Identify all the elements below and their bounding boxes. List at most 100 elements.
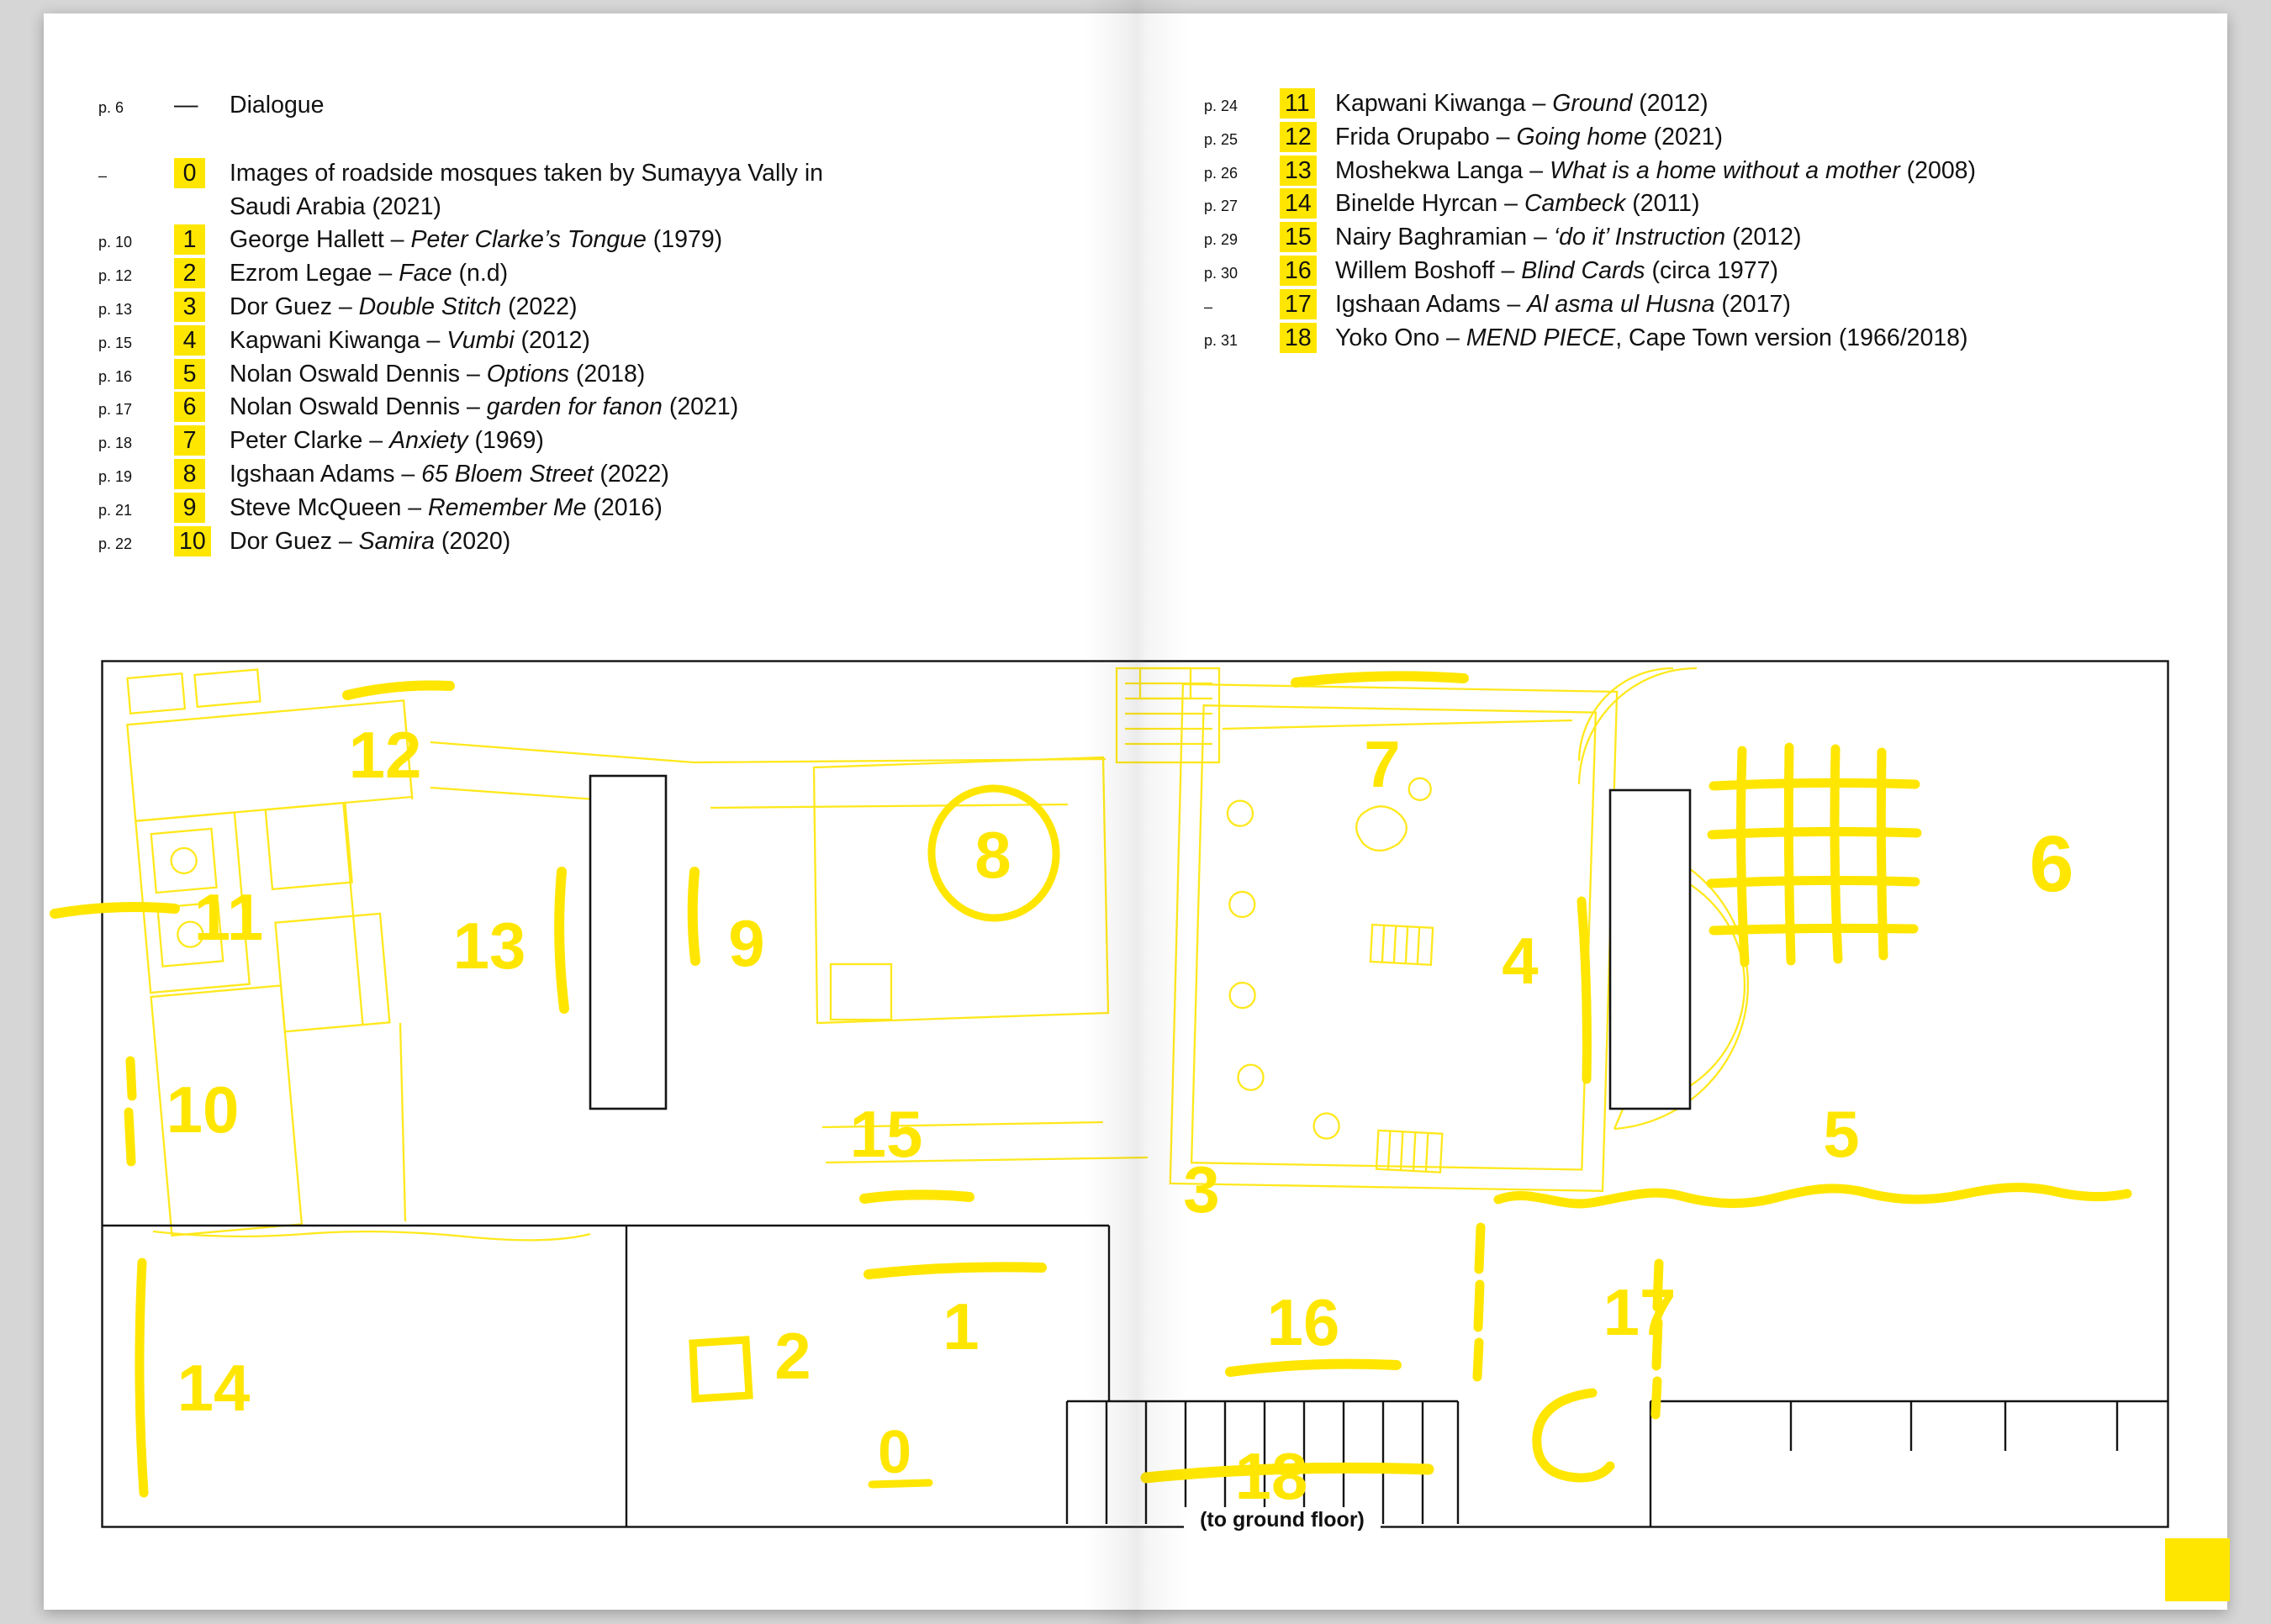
artwork-artist: Igshaan Adams – xyxy=(230,460,422,488)
artwork-number-badge: 9 xyxy=(174,492,205,523)
artwork-number-badge: 5 xyxy=(174,358,205,389)
artwork-artist: Dor Guez – xyxy=(230,527,359,555)
artwork-entry: Igshaan Adams – Al asma ul Husna (2017) xyxy=(1335,288,1791,322)
toc-badge-cell: 9 xyxy=(174,492,230,523)
map-marker-9: 9 xyxy=(728,906,764,980)
artwork-number-badge: 15 xyxy=(1280,222,1317,253)
marker-underline-0 xyxy=(868,1479,933,1489)
artwork-year: (2022) xyxy=(501,293,578,320)
artwork-number-badge: 13 xyxy=(1280,155,1317,186)
marker-stroke-18 xyxy=(1140,1462,1434,1484)
artwork-title: Peter Clarke’s Tongue xyxy=(410,226,647,254)
marker-dash-mid-b xyxy=(1473,1279,1485,1332)
marker-squiggle-5 xyxy=(1493,1183,2132,1209)
artwork-artist: Steve McQueen – xyxy=(230,493,429,521)
marker-square-2 xyxy=(689,1336,753,1403)
artwork-title: Cambeck xyxy=(1524,190,1626,218)
toc-badge-cell: 10 xyxy=(174,525,230,556)
artwork-number-badge: 14 xyxy=(1280,188,1317,219)
toc-page-ref: p. 19 xyxy=(98,467,133,485)
artwork-entry: Ezrom Legae – Face (n.d) xyxy=(230,257,508,291)
map-marker-2: 2 xyxy=(774,1319,811,1393)
artwork-artist: Nolan Oswald Dennis – xyxy=(230,393,487,421)
toc-dialogue-row: p. 6 — Dialogue xyxy=(98,89,843,123)
toc-page-ref: p. 31 xyxy=(1204,331,1238,349)
artwork-title: MEND PIECE xyxy=(1466,324,1616,351)
marker-stroke-16 xyxy=(1225,1358,1402,1377)
map-marker-15: 15 xyxy=(850,1097,923,1171)
toc-item: p. 10 1 George Hallett – Peter Clarke’s … xyxy=(98,224,843,257)
marker-dash-mid-a xyxy=(1474,1222,1486,1274)
artwork-title: garden for fanon xyxy=(486,393,663,421)
plan-stairs xyxy=(1065,1400,1460,1524)
toc-item: p. 17 6 Nolan Oswald Dennis – garden for… xyxy=(98,391,843,424)
toc-item: p. 19 8 Igshaan Adams – 65 Bloem Street … xyxy=(98,458,843,492)
artwork-number-badge: 16 xyxy=(1280,255,1317,286)
artwork-year: (2021) xyxy=(1646,123,1724,150)
artwork-entry: Binelde Hyrcan – Cambeck (2011) xyxy=(1335,187,1700,221)
toc-item: p. 16 5 Nolan Oswald Dennis – Options (2… xyxy=(98,358,843,392)
toc-badge-cell: 0 xyxy=(174,157,230,188)
artwork-title: Going home xyxy=(1516,123,1647,150)
artwork-year: (2008) xyxy=(1899,156,1977,184)
artwork-number-badge: 18 xyxy=(1280,322,1317,353)
toc-badge-cell: 17 xyxy=(1280,288,1335,319)
artwork-year: (2011) xyxy=(1625,190,1700,218)
plan-walls xyxy=(101,660,2169,1528)
artwork-entry: Nairy Baghramian – ‘do it’ Instruction (… xyxy=(1335,221,1801,255)
artwork-year: (1979) xyxy=(646,226,723,254)
marker-hook xyxy=(1532,1388,1615,1483)
plan-marker-strokes xyxy=(50,671,2132,1498)
artwork-artist: Yoko Ono – xyxy=(1335,324,1466,351)
artwork-artist: Peter Clarke – xyxy=(230,427,390,455)
artwork-title: Anxiety xyxy=(389,427,468,455)
map-marker-13: 13 xyxy=(453,909,526,983)
toc-dash: — xyxy=(174,92,198,119)
artwork-year: (circa 1977) xyxy=(1645,256,1778,284)
artwork-number-badge: 6 xyxy=(174,392,205,423)
toc-item: p. 21 9 Steve McQueen – Remember Me (201… xyxy=(98,492,843,525)
marker-dash-10a xyxy=(125,1056,137,1101)
artwork-title: Face xyxy=(399,260,452,287)
to-ground-floor: (to ground floor) xyxy=(1184,1507,1381,1532)
artwork-artist: George Hallett – xyxy=(230,226,411,254)
artwork-title: Double Stitch xyxy=(358,293,502,320)
marker-stroke-15 xyxy=(859,1189,974,1204)
plan-room-block-right xyxy=(1608,788,1692,1110)
artwork-year: (1969) xyxy=(467,427,544,455)
artwork-title: 65 Bloem Street xyxy=(421,460,594,488)
toc-badge-cell: 14 xyxy=(1280,188,1335,219)
map-marker-4: 4 xyxy=(1502,924,1538,998)
toc-item: p. 31 18 Yoko Ono – MEND PIECE, Cape Tow… xyxy=(1204,322,1976,356)
map-marker-6: 6 xyxy=(2030,820,2074,909)
toc-page-ref: p. 6 xyxy=(98,99,124,116)
artwork-title: Blind Cards xyxy=(1521,256,1645,284)
artwork-entry: Nolan Oswald Dennis – garden for fanon (… xyxy=(230,391,738,424)
artwork-number-badge: 1 xyxy=(174,224,205,256)
paper-spread: p. 6 — Dialogue – 0 Images of roadside m… xyxy=(44,13,2230,1610)
artwork-number-badge: 4 xyxy=(174,324,205,356)
artwork-year: (2020) xyxy=(434,527,511,555)
artwork-number-badge: 8 xyxy=(174,458,205,489)
marker-dash-mid-c xyxy=(1472,1337,1484,1382)
artwork-artist: Images of roadside mosques taken by Suma… xyxy=(230,159,824,220)
artwork-title: ‘do it’ Instruction xyxy=(1553,224,1726,251)
artwork-entry: Kapwani Kiwanga – Vumbi (2012) xyxy=(230,324,590,358)
toc-badge-cell: 6 xyxy=(174,392,230,423)
map-marker-11: 11 xyxy=(194,880,263,954)
toc-page-ref: p. 10 xyxy=(98,234,133,251)
artwork-entry: Dor Guez – Samira (2020) xyxy=(230,525,510,559)
toc-item: p. 22 10 Dor Guez – Samira (2020) xyxy=(98,525,843,559)
marker-stroke-9 xyxy=(687,867,700,966)
toc-item: p. 24 11 Kapwani Kiwanga – Ground (2012) xyxy=(1204,87,1976,121)
artwork-number-badge: 12 xyxy=(1280,121,1317,152)
toc-item: p. 13 3 Dor Guez – Double Stitch (2022) xyxy=(98,291,843,324)
map-marker-14: 14 xyxy=(177,1351,251,1425)
artwork-year: (2022) xyxy=(593,460,669,488)
toc-badge-cell: 5 xyxy=(174,358,230,389)
toc-badge-cell: 4 xyxy=(174,324,230,356)
toc-item: p. 30 16 Willem Boshoff – Blind Cards (c… xyxy=(1204,255,1976,288)
artwork-title: Vumbi xyxy=(446,326,515,354)
marker-dash-17c xyxy=(1650,1376,1662,1420)
marker-dash-17a xyxy=(1652,1258,1664,1312)
